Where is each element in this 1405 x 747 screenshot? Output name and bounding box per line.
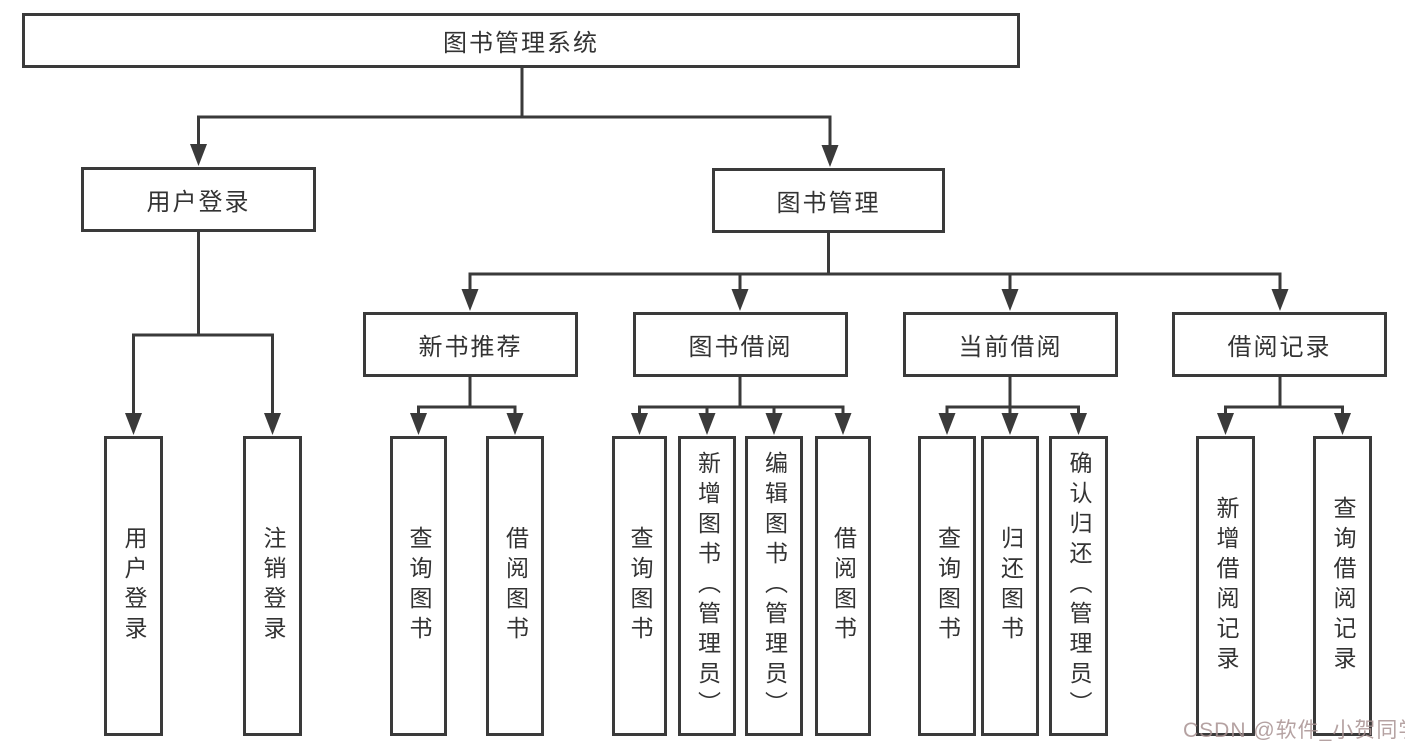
leaf-box-query-books-3: 查询图书	[918, 436, 976, 736]
leaf-label-query-books-3: 查询图书	[934, 526, 961, 646]
leaf-box-return-books: 归还图书	[981, 436, 1039, 736]
leaf-label-query-books-2: 查询图书	[627, 526, 653, 646]
leaf-label-query-books-1: 查询图书	[406, 526, 432, 646]
leaf-label-query-borrow-record: 查询借阅记录	[1330, 496, 1356, 676]
node-box-borrow-records: 借阅记录	[1172, 312, 1387, 377]
node-label-new-book-recommend: 新书推荐	[418, 334, 523, 361]
node-label-book-management: 图书管理	[776, 190, 881, 217]
node-box-user-login: 用户登录	[81, 167, 316, 232]
leaf-box-borrow-books-1: 借阅图书	[486, 436, 544, 736]
node-label-borrow-records: 借阅记录	[1227, 334, 1332, 361]
node-box-current-borrow: 当前借阅	[903, 312, 1118, 377]
node-box-book-borrow: 图书借阅	[633, 312, 848, 377]
csdn-watermark: CSDN @软件_小贺同学	[1183, 719, 1405, 742]
node-label-user-login: 用户登录	[146, 189, 251, 216]
leaf-label-edit-books-admin: 编辑图书（管理员）	[761, 451, 788, 721]
leaf-box-logout: 注销登录	[243, 436, 302, 736]
leaf-box-borrow-books-2: 借阅图书	[815, 436, 871, 736]
leaf-box-add-borrow-record: 新增借阅记录	[1196, 436, 1255, 736]
leaf-label-return-books: 归还图书	[997, 526, 1024, 646]
connector-user-login-to-leaves	[125, 232, 281, 435]
node-label-library-system: 图书管理系统	[443, 30, 599, 57]
node-label-current-borrow: 当前借阅	[958, 334, 1063, 361]
connector-new-book-rec-to-leaves	[410, 377, 524, 435]
node-box-new-book-recommend: 新书推荐	[363, 312, 578, 377]
leaf-label-add-books-admin: 新增图书（管理员）	[694, 451, 721, 721]
leaf-box-query-books-1: 查询图书	[390, 436, 447, 736]
leaf-label-borrow-books-1: 借阅图书	[502, 526, 529, 646]
leaf-label-confirm-return-admin: 确认归还（管理员）	[1066, 451, 1092, 721]
leaf-box-query-books-2: 查询图书	[612, 436, 667, 736]
leaf-label-user-login: 用户登录	[121, 526, 147, 646]
leaf-box-confirm-return-admin: 确认归还（管理员）	[1049, 436, 1108, 736]
leaf-label-logout: 注销登录	[260, 526, 286, 646]
leaf-box-user-login: 用户登录	[104, 436, 163, 736]
leaf-box-edit-books-admin: 编辑图书（管理员）	[745, 436, 803, 736]
connector-book-mgmt-to-level3	[461, 233, 1289, 311]
connector-root-to-level2	[190, 68, 839, 167]
connector-borrow-records-to-leaves	[1217, 377, 1351, 435]
leaf-label-add-borrow-record: 新增借阅记录	[1213, 496, 1239, 676]
leaf-box-add-books-admin: 新增图书（管理员）	[678, 436, 736, 736]
node-box-library-system: 图书管理系统	[22, 13, 1020, 68]
node-label-book-borrow: 图书借阅	[688, 334, 793, 361]
leaf-box-query-borrow-record: 查询借阅记录	[1313, 436, 1372, 736]
connector-book-borrow-to-leaves	[631, 377, 852, 435]
leaf-label-borrow-books-2: 借阅图书	[830, 526, 857, 646]
node-box-book-management: 图书管理	[712, 168, 945, 233]
connector-current-borrow-to-leaves	[938, 377, 1087, 435]
